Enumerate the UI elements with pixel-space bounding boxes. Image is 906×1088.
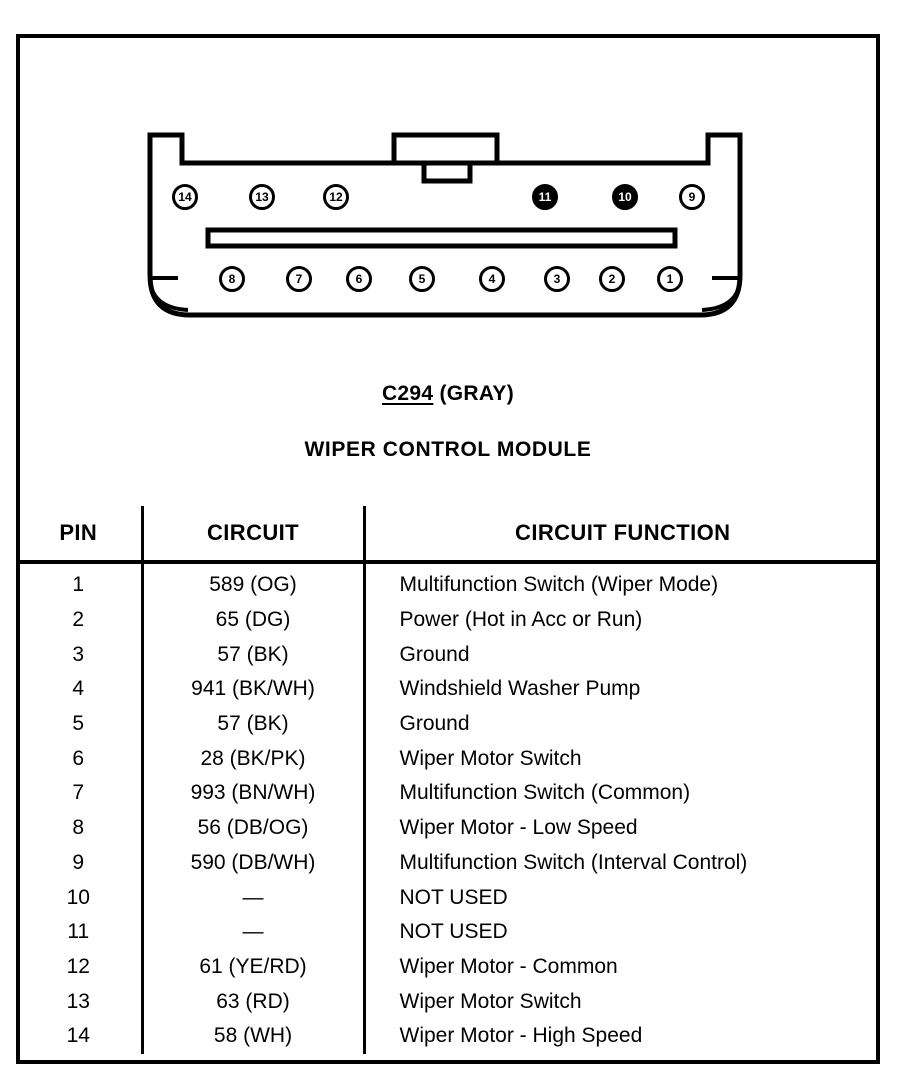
cell-pin: 9 xyxy=(16,845,144,881)
cell-circuit-function: Power (Hot in Acc or Run) xyxy=(399,608,643,632)
column-header-pin: PIN xyxy=(16,506,144,564)
cell-pin: 8 xyxy=(16,810,144,846)
cell-pin: 14 xyxy=(16,1018,144,1054)
cell-circuit-function: Multifunction Switch (Wiper Mode) xyxy=(399,573,719,597)
connector-pin-10[interactable]: 10 xyxy=(612,184,638,210)
cell-circuit: 57 (BK) xyxy=(142,706,366,742)
connector-caption-block: C294 (GRAY) WIPER CONTROL MODULE xyxy=(16,382,880,462)
cell-circuit-function: Multifunction Switch (Common) xyxy=(399,781,691,805)
connector-code-line: C294 (GRAY) xyxy=(16,382,880,406)
column-header-function: CIRCUIT FUNCTION xyxy=(364,506,880,564)
cell-pin: 5 xyxy=(16,706,144,742)
cell-circuit-function: Ground xyxy=(399,712,470,736)
cell-pin: 7 xyxy=(16,776,144,811)
connector-pin-3[interactable]: 3 xyxy=(544,266,570,292)
cell-circuit: — xyxy=(142,914,366,950)
cell-circuit-function: Wiper Motor Switch xyxy=(399,989,582,1013)
cell-pin: 4 xyxy=(16,672,144,707)
table-row: 11— NOT USED xyxy=(16,914,880,950)
cell-pin: 11 xyxy=(16,914,144,950)
cell-circuit: 61 (YE/RD) xyxy=(142,949,366,985)
connector-pin-13[interactable]: 13 xyxy=(249,184,275,210)
cell-circuit-function: Multifunction Switch (Interval Control) xyxy=(399,850,748,874)
connector-pin-2[interactable]: 2 xyxy=(599,266,625,292)
connector-pin-4[interactable]: 4 xyxy=(479,266,505,292)
cell-circuit: 589 (OG) xyxy=(142,562,366,603)
table-head: PIN CIRCUIT CIRCUIT FUNCTION xyxy=(16,506,880,564)
cell-circuit: 590 (DB/WH) xyxy=(142,845,366,881)
connector-body-outline xyxy=(147,132,743,318)
cell-circuit-function: NOT USED xyxy=(399,885,508,909)
connector-pin-8[interactable]: 8 xyxy=(219,266,245,292)
cell-circuit: 63 (RD) xyxy=(142,984,366,1019)
cell-circuit: 65 (DG) xyxy=(142,602,366,638)
connector-diagram: 14 13 12 11 10 9 8 7 6 5 4 3 2 1 xyxy=(0,0,906,360)
cell-circuit: 28 (BK/PK) xyxy=(142,741,366,777)
connector-pin-9[interactable]: 9 xyxy=(679,184,705,210)
cell-pin: 6 xyxy=(16,741,144,777)
cell-circuit: 56 (DB/OG) xyxy=(142,810,366,846)
cell-circuit: — xyxy=(142,880,366,915)
connector-title: WIPER CONTROL MODULE xyxy=(304,438,592,461)
table-header-row: PIN CIRCUIT CIRCUIT FUNCTION xyxy=(16,506,880,564)
connector-pin-14[interactable]: 14 xyxy=(172,184,198,210)
connector-pin-1[interactable]: 1 xyxy=(657,266,683,292)
cell-pin: 13 xyxy=(16,984,144,1019)
cell-circuit-function: Wiper Motor - High Speed xyxy=(399,1024,643,1048)
cell-pin: 1 xyxy=(16,562,144,603)
connector-pin-5[interactable]: 5 xyxy=(409,266,435,292)
cell-circuit-function: Windshield Washer Pump xyxy=(399,677,641,701)
cell-pin: 12 xyxy=(16,949,144,985)
cell-circuit-function: Ground xyxy=(399,642,470,666)
cell-pin: 2 xyxy=(16,602,144,638)
cell-circuit-function: Wiper Motor - Low Speed xyxy=(399,816,638,840)
cell-circuit-function: Wiper Motor - Common xyxy=(399,954,618,978)
cell-circuit-function: NOT USED xyxy=(399,920,508,944)
connector-pin-11[interactable]: 11 xyxy=(532,184,558,210)
cell-circuit: 941 (BK/WH) xyxy=(142,672,366,707)
cell-circuit: 58 (WH) xyxy=(142,1018,366,1054)
connector-code: C294 xyxy=(381,382,434,405)
table-row: 10— NOT USED xyxy=(16,880,880,915)
connector-pin-12[interactable]: 12 xyxy=(323,184,349,210)
connector-pin-6[interactable]: 6 xyxy=(346,266,372,292)
cell-pin: 10 xyxy=(16,880,144,915)
cell-circuit-function: Wiper Motor Switch xyxy=(399,746,582,770)
column-header-circuit: CIRCUIT xyxy=(142,506,366,564)
cell-circuit: 57 (BK) xyxy=(142,637,366,673)
cell-circuit: 993 (BN/WH) xyxy=(142,776,366,811)
cell-pin: 3 xyxy=(16,637,144,673)
connector-color: (GRAY) xyxy=(433,382,515,405)
connector-pin-7[interactable]: 7 xyxy=(286,266,312,292)
